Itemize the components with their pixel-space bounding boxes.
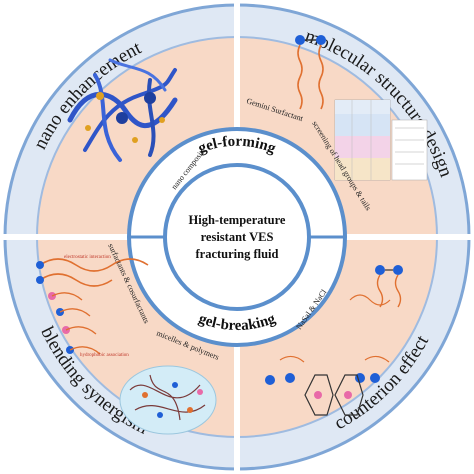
center-line-2: resistant VES — [201, 230, 274, 244]
micelle-polymer-illustration — [119, 365, 217, 435]
label-gel-breaking: gel-breaking — [196, 311, 278, 334]
label-electrostatic-interaction: electrostatic interaction — [64, 255, 111, 260]
label-hydrophobic-association: hydrophobic association — [80, 353, 129, 358]
center-line-1: High-temperature — [189, 213, 286, 227]
nano-composite-illustration — [67, 58, 178, 162]
gemini-surfactant-illustration — [295, 35, 326, 110]
screening-table — [334, 99, 428, 181]
center-line-3: fracturing fluid — [196, 247, 279, 261]
surfactant-cosurfactant-illustration — [36, 258, 149, 355]
counterion-illustration — [265, 265, 403, 416]
label-gel-forming: gel-forming — [196, 134, 278, 157]
